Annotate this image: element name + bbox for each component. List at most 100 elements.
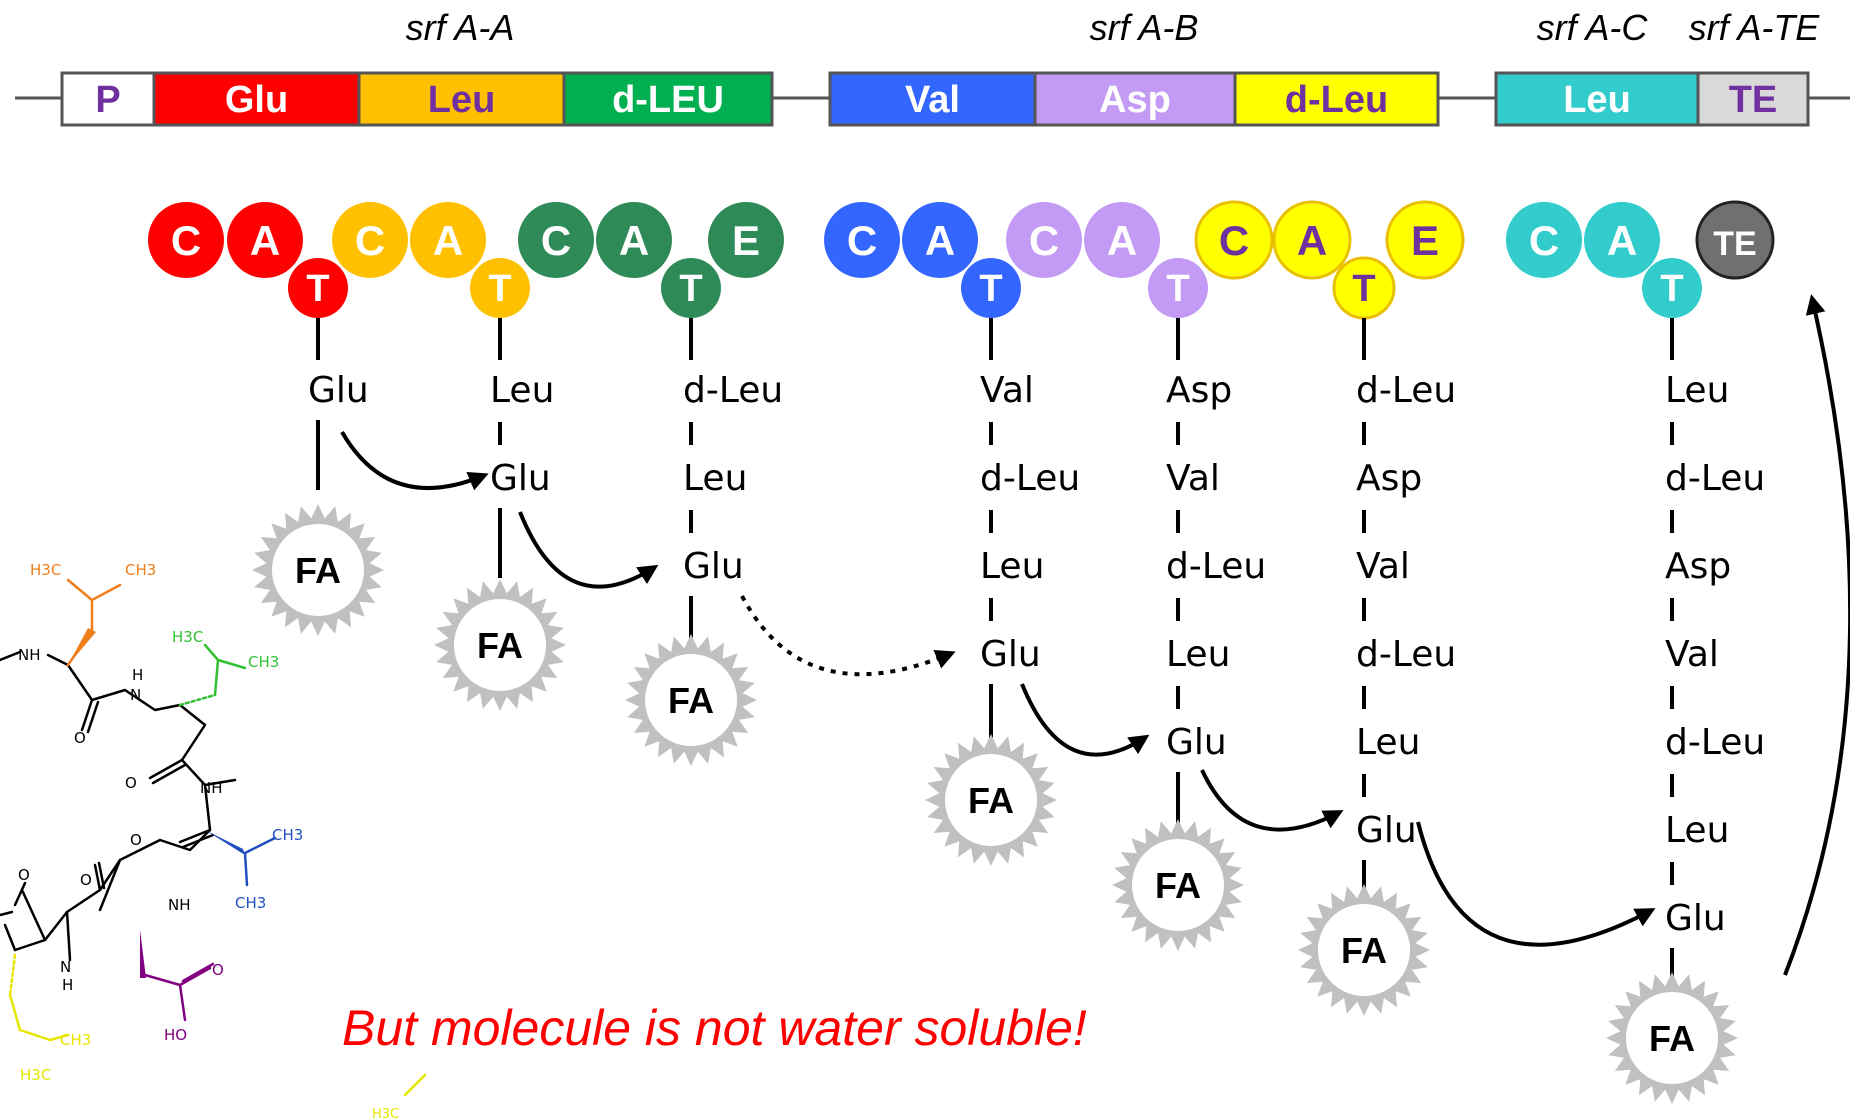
domain-circle-a-2: [410, 202, 486, 278]
mol-o-acid: O: [212, 961, 224, 979]
domain-c-3: C: [518, 202, 594, 278]
mol-o-4: O: [18, 866, 30, 884]
residue-label: Leu: [1356, 722, 1420, 763]
residue-label: d-Leu: [1356, 370, 1456, 411]
domain-label-t-4: T: [979, 268, 1002, 310]
domain-c-1: C: [148, 202, 224, 278]
domain-t-3: T: [661, 258, 721, 318]
chain-1: Glu: [308, 318, 369, 490]
domain-label-e-2: E: [1411, 217, 1439, 264]
fa-label: FA: [968, 780, 1014, 821]
fa-marker-7: FA: [1606, 972, 1738, 1104]
domain-circle-c-7: [1506, 202, 1582, 278]
mol-ho-acid: HO: [164, 1026, 187, 1044]
mol-n-amide1: N: [130, 686, 141, 704]
domain-a-4: A: [902, 202, 978, 278]
module-box-p: [60, 71, 156, 127]
module-box-asp: [1033, 71, 1237, 127]
domain-label-a-5: A: [1107, 217, 1137, 264]
domain-label-t-3: T: [679, 268, 702, 310]
domain-circle-te: [1695, 200, 1775, 280]
transfer-arrow-4: [1020, 683, 1150, 757]
domain-e-2: E: [1385, 200, 1465, 280]
module-box-glu: [152, 71, 361, 127]
residue-label: d-Leu: [980, 458, 1080, 499]
fa-core: [272, 524, 364, 616]
domain-label-t-6: T: [1352, 268, 1375, 310]
module-label-leu-1: Leu: [428, 79, 496, 121]
fa-label: FA: [1155, 865, 1201, 906]
residue-label: Glu: [683, 546, 744, 587]
fa-label: FA: [668, 680, 714, 721]
domain-t-5: T: [1148, 258, 1208, 318]
domain-label-te: TE: [1713, 225, 1756, 263]
fa-core: [1132, 839, 1224, 931]
module-label-d-leu-2: d-Leu: [1285, 79, 1388, 121]
mol-o-1: O: [74, 729, 86, 747]
mol-o-3: O: [130, 831, 142, 849]
domain-label-e-1: E: [732, 217, 760, 264]
domain-label-a-6: A: [1297, 217, 1327, 264]
domain-label-t-2: T: [488, 268, 511, 310]
residue-label: Glu: [980, 634, 1041, 675]
module-label-d-leu-1: d-LEU: [612, 79, 724, 121]
domain-a-2: A: [410, 202, 486, 278]
mol-h-amide1: H: [132, 666, 143, 684]
mol-h3c-stray: H3C: [372, 1107, 399, 1120]
transfer-arrow-1: [340, 430, 489, 491]
domain-circle-t-7: [1642, 258, 1702, 318]
transfer-arrows: [340, 294, 1850, 976]
domain-circle-t-4: [961, 258, 1021, 318]
fa-core: [645, 654, 737, 746]
residue-label: Glu: [1665, 898, 1726, 939]
domain-circle-c-3: [518, 202, 594, 278]
residue-label: Asp: [1166, 370, 1232, 411]
residue-label: d-Leu: [1356, 634, 1456, 675]
residue-label: Leu: [1166, 634, 1230, 675]
residue-label: Leu: [490, 370, 554, 411]
module-label-p: P: [95, 79, 120, 121]
module-box-te: [1696, 71, 1810, 127]
gene-label-srfac: srf A-C: [1537, 7, 1649, 48]
residue-label: Asp: [1356, 458, 1422, 499]
domain-t-2: T: [470, 258, 530, 318]
transfer-arrow-dotted: [740, 595, 956, 677]
mol-o-5: O: [80, 871, 92, 889]
domain-label-a-3: A: [619, 217, 649, 264]
residue-label: Leu: [980, 546, 1044, 587]
gene-label-srfaa: srf A-A: [406, 7, 515, 48]
domain-circle-t-3: [661, 258, 721, 318]
domain-a-7: A: [1584, 202, 1660, 278]
module-label-val: Val: [905, 79, 960, 121]
fa-marker-3: FA: [625, 634, 757, 766]
domain-label-c-7: C: [1529, 217, 1559, 264]
module-label-glu: Glu: [225, 79, 288, 121]
domain-label-c-3: C: [541, 217, 571, 264]
domain-a-5: A: [1084, 202, 1160, 278]
domain-label-c-5: C: [1029, 217, 1059, 264]
domain-circle-t-1: [288, 258, 348, 318]
fa-core: [945, 754, 1037, 846]
module-box-leu-1: [357, 71, 566, 127]
gene-label-srfate: srf A-TE: [1689, 7, 1821, 48]
domain-circle-c-6: [1194, 200, 1274, 280]
mol-nh-left: NH: [18, 646, 41, 664]
transfer-arrow-2: [518, 511, 659, 589]
mol-h3c-top: H3C: [30, 561, 61, 579]
domain-c-5: C: [1006, 202, 1082, 278]
mol-h3c-second: H3C: [172, 628, 203, 646]
domain-c-4: C: [824, 202, 900, 278]
domain-label-a-1: A: [250, 217, 280, 264]
domain-circle-a-6: [1272, 200, 1352, 280]
transfer-arrow-5: [1200, 769, 1344, 832]
domain-circle-c-4: [824, 202, 900, 278]
domain-c-2: C: [332, 202, 408, 278]
domain-circle-e-2: [1385, 200, 1465, 280]
module-label-te: TE: [1729, 79, 1778, 121]
fa-core: [454, 599, 546, 691]
domain-t-6: T: [1332, 256, 1396, 320]
